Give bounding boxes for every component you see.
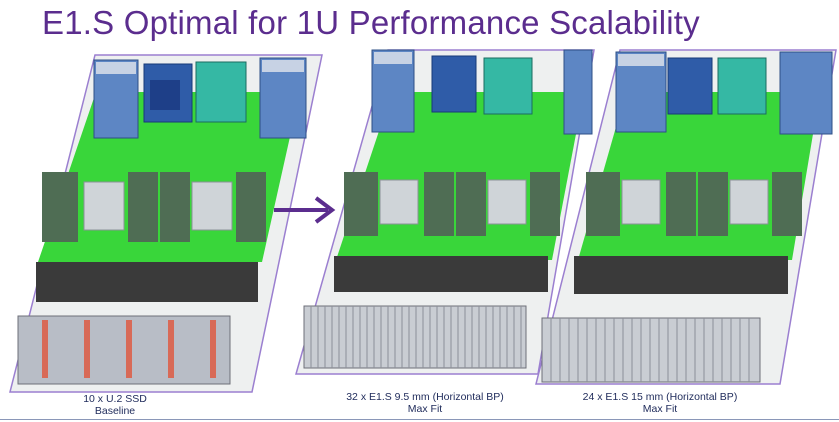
caption-u2-line1: 10 x U.2 SSD [83, 393, 147, 405]
footer-divider [0, 419, 839, 420]
caption-u2-line2: Baseline [94, 405, 136, 417]
slide-title: E1.S Optimal for 1U Performance Scalabil… [42, 4, 700, 41]
upgrade-arrow-icon [274, 196, 336, 224]
caption-u2-baseline: 10 x U.2 SSD Baseline [40, 393, 190, 417]
caption-e1s-15mm-line2: Max Fit [642, 403, 678, 415]
caption-e1s-9-5mm-line1: 32 x E1.S 9.5 mm (Horizontal BP) [346, 391, 504, 403]
caption-e1s-15mm-line1: 24 x E1.S 15 mm (Horizontal BP) [582, 391, 738, 403]
caption-e1s-15mm: 24 x E1.S 15 mm (Horizontal BP) Max Fit [535, 391, 785, 415]
caption-e1s-9-5mm: 32 x E1.S 9.5 mm (Horizontal BP) Max Fit [300, 391, 550, 415]
caption-e1s-9-5mm-line2: Max Fit [407, 403, 443, 415]
